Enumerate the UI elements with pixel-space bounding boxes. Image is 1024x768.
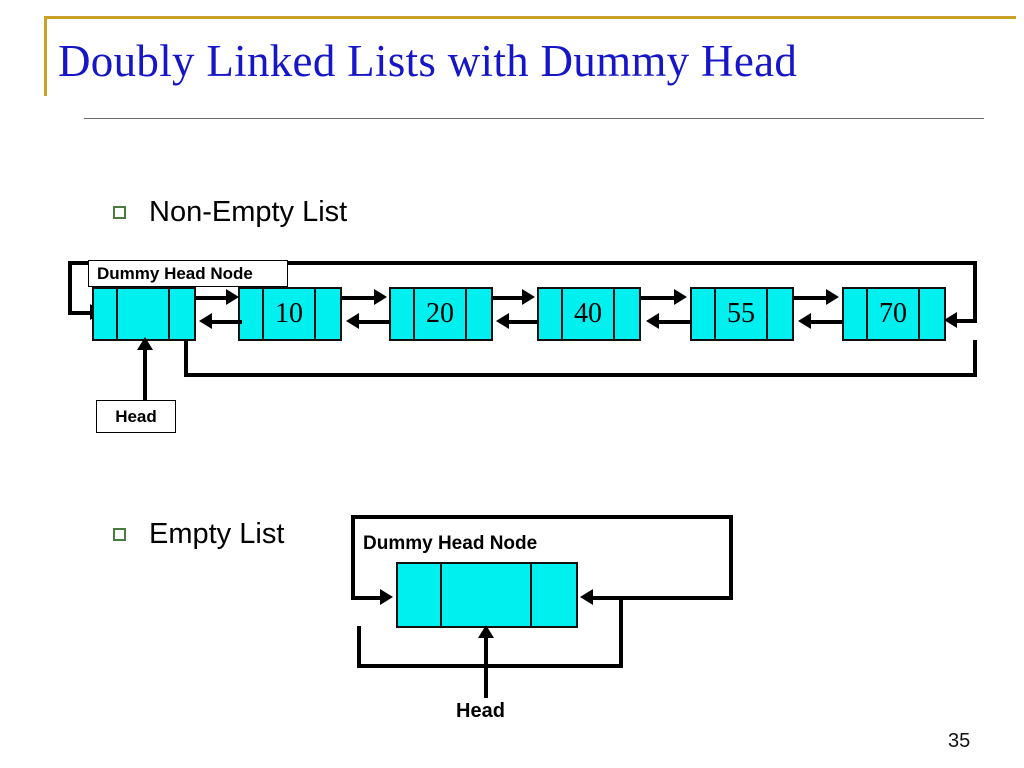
node-next-cell <box>170 289 194 339</box>
self-loop-top-arrow-head <box>380 589 393 605</box>
node-data-cell: 20 <box>415 289 467 339</box>
node-data-cell: 70 <box>868 289 920 339</box>
wrap-bottom-right-up <box>973 340 977 377</box>
square-bullet-icon <box>113 528 126 541</box>
bullet-label: Empty List <box>149 518 285 550</box>
self-loop-top-right-arrow-head <box>580 589 593 605</box>
page-title: Doubly Linked Lists with Dummy Head <box>58 36 798 86</box>
node-prev-cell <box>844 289 868 339</box>
node-prev-cell <box>240 289 264 339</box>
self-loop-top-right-in <box>592 596 733 600</box>
wrap-top-right-down <box>973 261 977 321</box>
node-prev-cell <box>539 289 563 339</box>
prev-arrow-shaft-10-dummy <box>210 320 242 324</box>
self-loop-bottom-line <box>357 664 623 668</box>
square-bullet-icon <box>113 206 126 219</box>
dummy-head-node-label: Dummy Head Node <box>88 260 288 287</box>
prev-arrow-shaft-20-10 <box>357 320 391 324</box>
next-arrow-shaft-55-70 <box>794 296 828 300</box>
node-55[interactable]: 55 <box>690 287 794 341</box>
node-dummy-head[interactable] <box>92 287 196 341</box>
node-data-cell <box>442 564 532 626</box>
prev-arrow-shaft-70-55 <box>809 320 843 324</box>
node-data-cell: 55 <box>716 289 768 339</box>
prev-arrow-head-40-20 <box>496 313 509 329</box>
next-arrow-shaft-20-40 <box>493 296 525 300</box>
prev-arrow-head-20-10 <box>346 313 359 329</box>
title-accent-top-rule <box>44 16 1016 19</box>
title-divider-rule <box>84 118 984 119</box>
title-accent-left-rule <box>44 16 47 96</box>
wrap-top-right-in <box>952 319 977 323</box>
self-loop-top-line <box>351 515 733 519</box>
head-pointer-arrow-head-empty <box>478 625 494 638</box>
node-prev-cell <box>398 564 442 626</box>
node-20[interactable]: 20 <box>389 287 493 341</box>
head-label: Head <box>96 400 176 433</box>
node-prev-cell <box>391 289 415 339</box>
prev-arrow-head-55-40 <box>646 313 659 329</box>
prev-arrow-shaft-55-40 <box>657 320 692 324</box>
head-pointer-shaft <box>143 348 147 402</box>
wrap-bottom-line <box>184 373 977 377</box>
head-label-empty: Head <box>456 700 505 722</box>
prev-arrow-head-10-dummy <box>199 313 212 329</box>
next-arrow-head-20-40 <box>522 289 535 305</box>
self-loop-bottom-left-down <box>357 626 361 668</box>
node-data-cell: 10 <box>264 289 316 339</box>
prev-arrow-shaft-40-20 <box>507 320 539 324</box>
self-loop-top-right-down <box>729 515 733 598</box>
page-number: 35 <box>948 730 971 752</box>
node-next-cell <box>467 289 491 339</box>
bullet-item-non-empty-list: Non-Empty List <box>113 196 347 229</box>
bullet-label: Non-Empty List <box>149 196 348 228</box>
node-40[interactable]: 40 <box>537 287 641 341</box>
wrap-top-line <box>68 261 977 265</box>
next-arrow-head-40-55 <box>674 289 687 305</box>
wrap-bottom-left-down <box>184 340 188 377</box>
node-next-cell <box>768 289 792 339</box>
prev-arrow-head-70-55 <box>798 313 811 329</box>
node-next-cell <box>615 289 639 339</box>
node-prev-cell <box>692 289 716 339</box>
node-next-cell <box>532 564 576 626</box>
node-dummy-head-empty[interactable] <box>396 562 578 628</box>
head-pointer-shaft-empty <box>484 636 488 698</box>
bullet-item-empty-list: Empty List <box>113 518 284 551</box>
next-arrow-head-10-20 <box>374 289 387 305</box>
node-next-cell <box>316 289 340 339</box>
node-data-cell: 40 <box>563 289 615 339</box>
self-loop-top-left-down <box>351 515 355 598</box>
next-arrow-shaft-dummy-10 <box>196 296 228 300</box>
wrap-top-right-arrow-head <box>944 312 957 328</box>
wrap-top-left-in <box>68 311 96 315</box>
wrap-top-left-down <box>68 261 72 313</box>
dummy-head-node-label-empty: Dummy Head Node <box>363 533 538 554</box>
next-arrow-shaft-40-55 <box>641 296 676 300</box>
node-10[interactable]: 10 <box>238 287 342 341</box>
self-loop-top-left-in <box>351 596 385 600</box>
self-loop-bottom-right-up <box>619 600 623 664</box>
next-arrow-shaft-10-20 <box>342 296 376 300</box>
node-70[interactable]: 70 <box>842 287 946 341</box>
head-pointer-arrow-head <box>137 337 153 350</box>
node-prev-cell <box>94 289 118 339</box>
next-arrow-head-55-70 <box>826 289 839 305</box>
node-data-cell <box>118 289 170 339</box>
next-arrow-head-dummy-10 <box>226 289 239 305</box>
node-next-cell <box>920 289 944 339</box>
